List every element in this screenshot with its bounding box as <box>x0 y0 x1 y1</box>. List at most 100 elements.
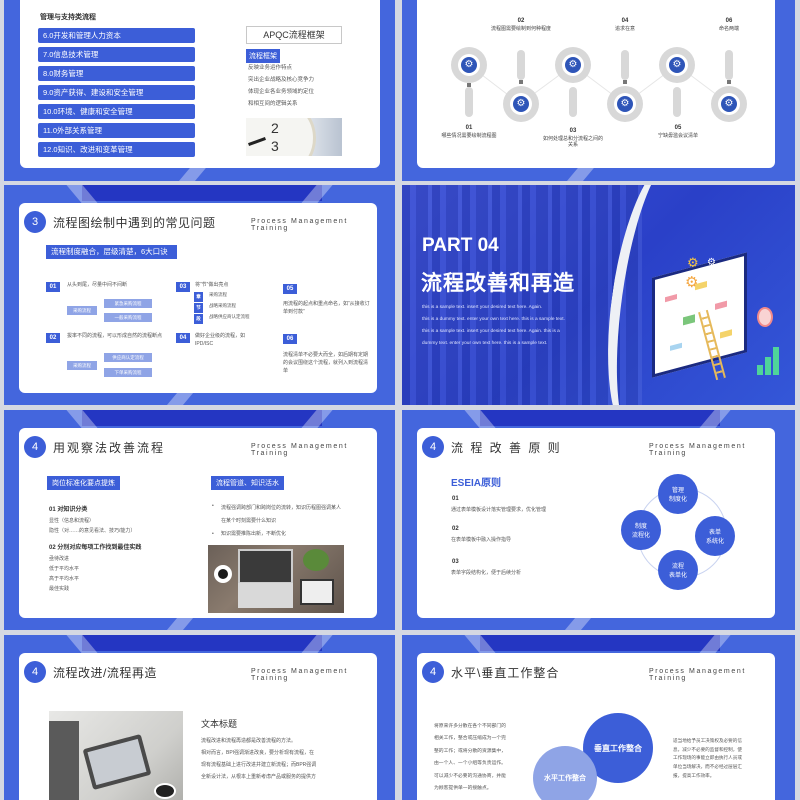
right-description: 适当地给予员工决策权及必要的信 息，减少不必要的监督和控制，使 工作现场的事能立… <box>673 738 742 778</box>
magnifier-ring: ⚙ <box>503 86 539 122</box>
magnifier-handle <box>569 87 577 117</box>
bullet-dot: • <box>212 531 214 537</box>
magnifier-ring: ⚙ <box>451 47 487 83</box>
principle-circle-top: 管理制度化 <box>658 474 698 514</box>
magnifier-ring: ⚙ <box>607 86 643 122</box>
tablet-photo <box>49 711 183 800</box>
right-section-tag: 流程管道、知识活水 <box>211 476 284 490</box>
part-label: PART 04 <box>422 235 499 256</box>
slide-5-card: 4 用观察法改善流程 Process Management Training 岗… <box>19 428 377 618</box>
process-item: 11.0外部关系管理 <box>38 123 195 138</box>
slide-subtitle: Process Management Training <box>649 668 746 682</box>
gear-icon: ⚙ <box>707 257 716 268</box>
sample-line: this is a dummy text. enter your own tex… <box>422 317 565 322</box>
magnifier-handle <box>725 50 733 80</box>
level-value: 战略采购流程 <box>209 303 236 308</box>
section-number: 4 <box>24 661 46 683</box>
left-section-tag: 岗位标准化要点提炼 <box>47 476 120 490</box>
decor-band <box>480 635 720 651</box>
left-line: 亟待改进 <box>49 556 70 562</box>
principle-text: 通过表单模板设计落实管理要求，优化管理 <box>451 507 547 513</box>
magnifier-handle <box>673 87 681 117</box>
item-text: 将“节”做出亮点 <box>195 282 229 288</box>
magnifier-handle <box>621 50 629 80</box>
process-item: 10.0环境、健康和安全管理 <box>38 104 195 119</box>
slide-1-card: 管理与支持类流程 6.0开发和管理人力资本 7.0信息技术管理 8.0财务管理 … <box>20 0 380 168</box>
sample-line: this is a sample text. insert your desir… <box>422 305 543 310</box>
slide-title: 流 程 改 善 原 则 <box>451 441 562 455</box>
gear-icon: ⚙ <box>617 96 633 112</box>
rule-banner: 流程制度融合，层级清楚，6大口诀 <box>46 245 177 259</box>
gear-icon: ⚙ <box>685 274 699 291</box>
magnifier-handle <box>517 50 525 80</box>
section-title: 管理与支持类流程 <box>40 14 96 21</box>
item-badge: 06 <box>283 334 297 344</box>
sample-line: dummy text. enter your own text here. th… <box>422 341 548 346</box>
text-title: 文本标题 <box>201 719 238 729</box>
slide-8-card: 4 水平\垂直工作整合 Process Management Training … <box>417 653 775 800</box>
process-item: 6.0开发和管理人力资本 <box>38 28 195 43</box>
left-line: 高于平均水平 <box>49 576 80 582</box>
magnifier-ring: ⚙ <box>711 86 747 122</box>
tree-root: 采购流程 <box>67 361 97 370</box>
slide-1-thumbnail[interactable]: 管理与支持类流程 6.0开发和管理人力资本 7.0信息技术管理 8.0财务管理 … <box>4 0 395 181</box>
tree-branch: 紧急采购流程 <box>104 299 152 308</box>
slide-3-thumbnail[interactable]: 3 流程图绘制中遇到的常见问题 Process Management Train… <box>4 185 395 405</box>
paragraph-line: 流程改进和流程再造都是改善流程的方法。 <box>201 738 297 744</box>
decor-band <box>82 410 322 426</box>
framework-line: 反映业务运作特点 <box>248 65 293 71</box>
gear-icon: ⚙ <box>461 57 477 73</box>
principle-num: 02 <box>452 526 459 532</box>
magnifier-ring: ⚙ <box>659 47 695 83</box>
laptop-desk-photo <box>208 545 344 613</box>
principle-heading: ESEIA原则 <box>451 478 502 489</box>
magnifier-ring: ⚙ <box>555 47 591 83</box>
level-key: 段 <box>194 314 203 324</box>
magnifier-handle <box>465 87 473 117</box>
section-number: 3 <box>24 211 46 233</box>
item-text: 流程清单不必要大而全，如后期有定期的会议围绕这个流程，就列入到流程清单 <box>283 352 369 374</box>
decor-band <box>82 635 322 651</box>
left-line: 显性（信息和流程） <box>49 518 95 524</box>
slide-4-thumbnail[interactable]: PART 04 流程改善和再造 this is a sample text. i… <box>402 185 795 405</box>
item-badge: 01 <box>46 282 60 292</box>
slide-title: 水平\垂直工作整合 <box>451 666 560 680</box>
item-text: 从头到尾，尽量中间不间断 <box>67 282 128 288</box>
slide-5-thumbnail[interactable]: 4 用观察法改善流程 Process Management Training 岗… <box>4 410 395 630</box>
item-badge: 03 <box>176 282 190 292</box>
slide-7-thumbnail[interactable]: 4 流程改进/流程再造 Process Management Training … <box>4 635 395 800</box>
horizontal-integration-circle: 水平工作整合 <box>533 746 597 800</box>
left-line: 隐性（对……的意见看法、技巧/能力） <box>49 528 136 534</box>
principle-text: 在表单模板中融入操作指导 <box>451 537 512 543</box>
framework-line: 体现企业各业务领域的定位 <box>248 89 315 95</box>
left-line: 最佳实践 <box>49 586 70 592</box>
clock-image: 2 3 <box>246 118 342 156</box>
slide-subtitle: Process Management Training <box>251 668 348 682</box>
gear-icon: ⚙ <box>721 96 737 112</box>
slide-title: 流程图绘制中遇到的常见问题 <box>53 216 216 230</box>
sample-line: this is a sample text. insert your desir… <box>422 329 560 334</box>
apqc-framework-box: APQC流程框架 <box>246 26 342 44</box>
item-badge: 04 <box>176 333 190 343</box>
paragraph-line: 现有流程基础上进行改进并建立新流程；而BPR强调 <box>201 762 317 768</box>
slide-6-thumbnail[interactable]: 4 流 程 改 善 原 则 Process Management Trainin… <box>402 410 795 630</box>
decor-band <box>480 410 720 426</box>
gear-icon: ⚙ <box>669 57 685 73</box>
slide-8-thumbnail[interactable]: 4 水平\垂直工作整合 Process Management Training … <box>402 635 795 800</box>
item-text: 用流程的起点和重点命名，如“从接收订单到付款” <box>283 301 370 315</box>
framework-line: 和相互间的逻辑关系 <box>248 101 298 107</box>
section-number: 4 <box>422 436 444 458</box>
gear-icon: ⚙ <box>513 96 529 112</box>
process-item: 7.0信息技术管理 <box>38 47 195 62</box>
slide-subtitle: Process Management Training <box>251 443 348 457</box>
paragraph-line: 全新设计法，从根本上重新考虑产品或服务的提供方 <box>201 774 317 780</box>
item-text: 做好企业级的流程，如IPD/ISC <box>195 333 246 347</box>
level-key: 节 <box>194 303 203 313</box>
principle-num: 01 <box>452 496 459 502</box>
level-key: 章 <box>194 292 203 302</box>
